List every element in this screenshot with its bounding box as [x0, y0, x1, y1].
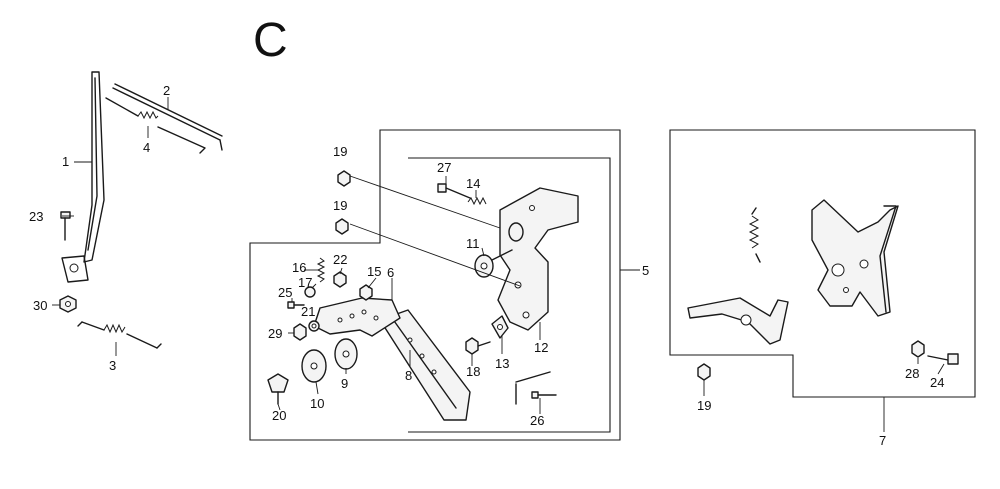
group-7-frame — [669, 129, 976, 398]
callout-28: 28 — [905, 366, 919, 381]
callout-27: 27 — [437, 160, 451, 175]
callout-14: 14 — [466, 176, 480, 191]
part-26-screw — [515, 371, 557, 405]
part-12-bracket — [497, 187, 579, 331]
part-2-link-rod — [112, 83, 223, 151]
part-24-bolt — [927, 353, 959, 365]
callout-17: 17 — [298, 275, 312, 290]
part-7-lever-arm — [687, 297, 789, 345]
callout-21: 21 — [301, 304, 315, 319]
callout-3: 3 — [109, 358, 116, 373]
callout-24: 24 — [930, 375, 944, 390]
callout-11: 11 — [466, 236, 480, 251]
callout-20: 20 — [272, 408, 286, 423]
callout-15: 15 — [367, 264, 381, 279]
callout-8: 8 — [405, 368, 412, 383]
callout-18: 18 — [466, 364, 480, 379]
part-25-screw — [287, 301, 305, 309]
callout-23: 23 — [29, 209, 43, 224]
part-22-nut — [333, 271, 347, 288]
part-19-bolt-lower — [697, 363, 711, 381]
part-18-bolt — [465, 337, 491, 355]
callout-25: 25 — [278, 285, 292, 300]
callout-6: 6 — [387, 265, 394, 280]
callout-19-upper: 19 — [333, 144, 347, 159]
callout-2: 2 — [163, 83, 170, 98]
part-6-throttle-plate — [313, 297, 401, 337]
part-8-throttle-arm — [379, 309, 471, 421]
part-17-washer — [304, 286, 316, 298]
part-9-friction-disc — [334, 338, 358, 370]
part-27-bolt — [437, 183, 471, 199]
callout-16: 16 — [292, 260, 306, 275]
callout-19-middle: 19 — [333, 198, 347, 213]
group-5-frame — [249, 129, 621, 441]
part-30-nut — [59, 295, 77, 313]
part-21-washer — [308, 320, 320, 332]
callout-10: 10 — [310, 396, 324, 411]
part-4-spring — [105, 97, 206, 154]
part-29-nut — [293, 323, 307, 341]
part-7-control-bracket — [811, 199, 899, 317]
part-19-bolt-middle — [335, 218, 349, 235]
part-7-spring — [748, 207, 761, 263]
part-10-friction-disc — [301, 349, 327, 383]
part-15-nut — [359, 284, 373, 301]
callout-30: 30 — [33, 298, 47, 313]
part-20-wing-nut — [267, 373, 289, 405]
part-19-bolt-upper — [337, 170, 351, 187]
callout-12: 12 — [534, 340, 548, 355]
callout-1: 1 — [62, 154, 69, 169]
section-letter: C — [253, 14, 288, 67]
part-3-spring — [77, 321, 162, 349]
group-12-subframe — [408, 157, 611, 433]
callout-22: 22 — [333, 252, 347, 267]
part-13-clip — [491, 315, 509, 339]
callout-26: 26 — [530, 413, 544, 428]
callout-13: 13 — [495, 356, 509, 371]
leader-lines — [52, 97, 945, 432]
part-28-nut — [911, 340, 925, 358]
part-14-spring — [467, 196, 487, 206]
callout-4: 4 — [143, 140, 150, 155]
part-16-spring — [316, 257, 326, 283]
callout-19-lower: 19 — [697, 398, 711, 413]
part-1-lever-rod — [61, 71, 105, 283]
callout-5: 5 — [642, 263, 649, 278]
callout-29: 29 — [268, 326, 282, 341]
callout-labels: 1 2 3 4 5 6 7 8 9 10 11 12 13 14 15 16 1… — [29, 83, 944, 448]
callout-7: 7 — [879, 433, 886, 448]
callout-9: 9 — [341, 376, 348, 391]
part-23-screw — [60, 211, 71, 241]
